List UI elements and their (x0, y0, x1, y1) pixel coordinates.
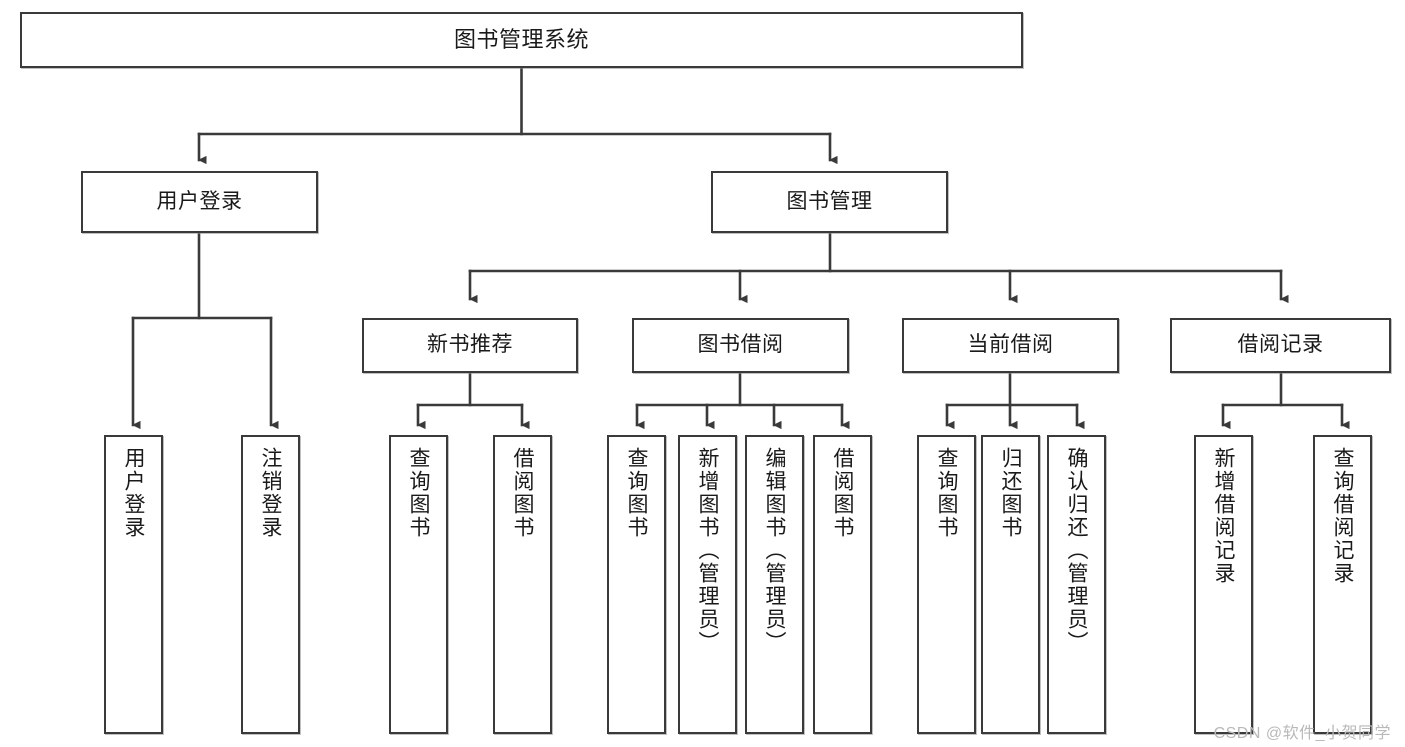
node-leaf-label: 用户登录 (122, 447, 145, 539)
node-leaf-query-book[interactable]: 查询图书 (607, 435, 666, 734)
node-leaf-label: 查询借阅记录 (1331, 447, 1354, 585)
node-leaf-label: 注销登录 (259, 447, 282, 539)
node-leaf-label: 新增图书（管理员） (696, 447, 719, 654)
node-leaf-label: 查询图书 (935, 447, 958, 539)
node-book-manage-label: 图书管理 (786, 189, 873, 213)
node-root-label: 图书管理系统 (453, 27, 589, 53)
node-book-borrow-label: 图书借阅 (697, 333, 784, 357)
node-leaf-edit-book-admin[interactable]: 编辑图书（管理员） (745, 435, 804, 734)
node-leaf-confirm-return-admin[interactable]: 确认归还（管理员） (1047, 435, 1106, 734)
node-book-manage[interactable]: 图书管理 (711, 171, 948, 233)
node-leaf-label: 编辑图书（管理员） (763, 447, 786, 654)
node-leaf-user-login[interactable]: 用户登录 (104, 435, 163, 734)
watermark: CSDN @软件_小贺同学 (1213, 725, 1391, 742)
node-new-book-rec-label: 新书推荐 (427, 333, 513, 357)
node-current-borrow-label: 当前借阅 (967, 333, 1054, 357)
node-leaf-query-book-rec[interactable]: 查询图书 (389, 435, 448, 734)
node-book-borrow[interactable]: 图书借阅 (632, 318, 849, 373)
node-user-login-label: 用户登录 (156, 189, 243, 213)
node-leaf-logout[interactable]: 注销登录 (241, 435, 300, 734)
node-user-login[interactable]: 用户登录 (81, 171, 318, 233)
node-leaf-query-book-current[interactable]: 查询图书 (917, 435, 976, 734)
node-leaf-label: 查询图书 (625, 447, 648, 539)
node-leaf-borrow-book-rec[interactable]: 借阅图书 (493, 435, 552, 734)
node-leaf-return-book[interactable]: 归还图书 (981, 435, 1040, 734)
node-leaf-label: 确认归还（管理员） (1065, 447, 1088, 654)
node-new-book-rec[interactable]: 新书推荐 (362, 318, 578, 373)
node-borrow-record[interactable]: 借阅记录 (1170, 318, 1391, 373)
node-leaf-label: 新增借阅记录 (1212, 447, 1235, 585)
node-root[interactable]: 图书管理系统 (20, 12, 1023, 68)
node-leaf-label: 借阅图书 (831, 447, 854, 539)
node-leaf-borrow-book[interactable]: 借阅图书 (813, 435, 872, 734)
node-leaf-label: 借阅图书 (511, 447, 534, 539)
node-borrow-record-label: 借阅记录 (1237, 333, 1324, 357)
node-leaf-label: 归还图书 (999, 447, 1022, 539)
node-leaf-query-borrow-record[interactable]: 查询借阅记录 (1313, 435, 1372, 734)
node-leaf-add-borrow-record[interactable]: 新增借阅记录 (1194, 435, 1253, 734)
node-leaf-add-book-admin[interactable]: 新增图书（管理员） (678, 435, 737, 734)
node-current-borrow[interactable]: 当前借阅 (902, 318, 1119, 373)
node-leaf-label: 查询图书 (407, 447, 430, 539)
